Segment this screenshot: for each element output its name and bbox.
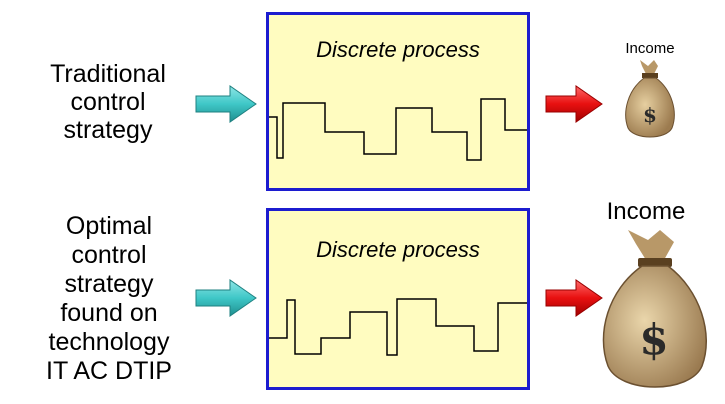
money-bag-icon: $ xyxy=(625,60,675,138)
teal-arrow-icon xyxy=(195,279,257,317)
red-arrow-icon xyxy=(545,85,603,123)
discrete-process-box-traditional: Discrete process xyxy=(266,12,530,191)
strategy-line: IT AC DTIP xyxy=(46,357,172,385)
discrete-process-box-optimal: Discrete process xyxy=(266,208,530,390)
discrete-signal-waveform xyxy=(269,98,527,161)
teal-arrow-icon xyxy=(195,85,257,123)
discrete-signal-waveform xyxy=(269,298,527,356)
strategy-line: Traditional xyxy=(50,60,166,88)
strategy-line: strategy xyxy=(63,116,153,144)
process-title: Discrete process xyxy=(316,37,480,62)
strategy-line: found on xyxy=(60,299,158,327)
money-bag-icon: $ xyxy=(602,230,707,388)
strategy-line: control xyxy=(71,241,147,269)
strategy-line: control xyxy=(70,88,146,116)
strategy-line: technology xyxy=(48,328,170,356)
traditional-strategy-label: Traditional control strategy xyxy=(28,60,188,144)
strategy-line: Optimal xyxy=(65,212,153,240)
svg-text:$: $ xyxy=(639,315,668,364)
optimal-strategy-label: Optimal control strategy found on techno… xyxy=(24,212,194,386)
strategy-line: strategy xyxy=(64,270,154,298)
income-label-small: Income xyxy=(625,40,675,57)
svg-text:$: $ xyxy=(643,103,657,127)
red-arrow-icon xyxy=(545,279,603,317)
process-title: Discrete process xyxy=(316,237,480,262)
income-label-large: Income xyxy=(606,198,686,225)
